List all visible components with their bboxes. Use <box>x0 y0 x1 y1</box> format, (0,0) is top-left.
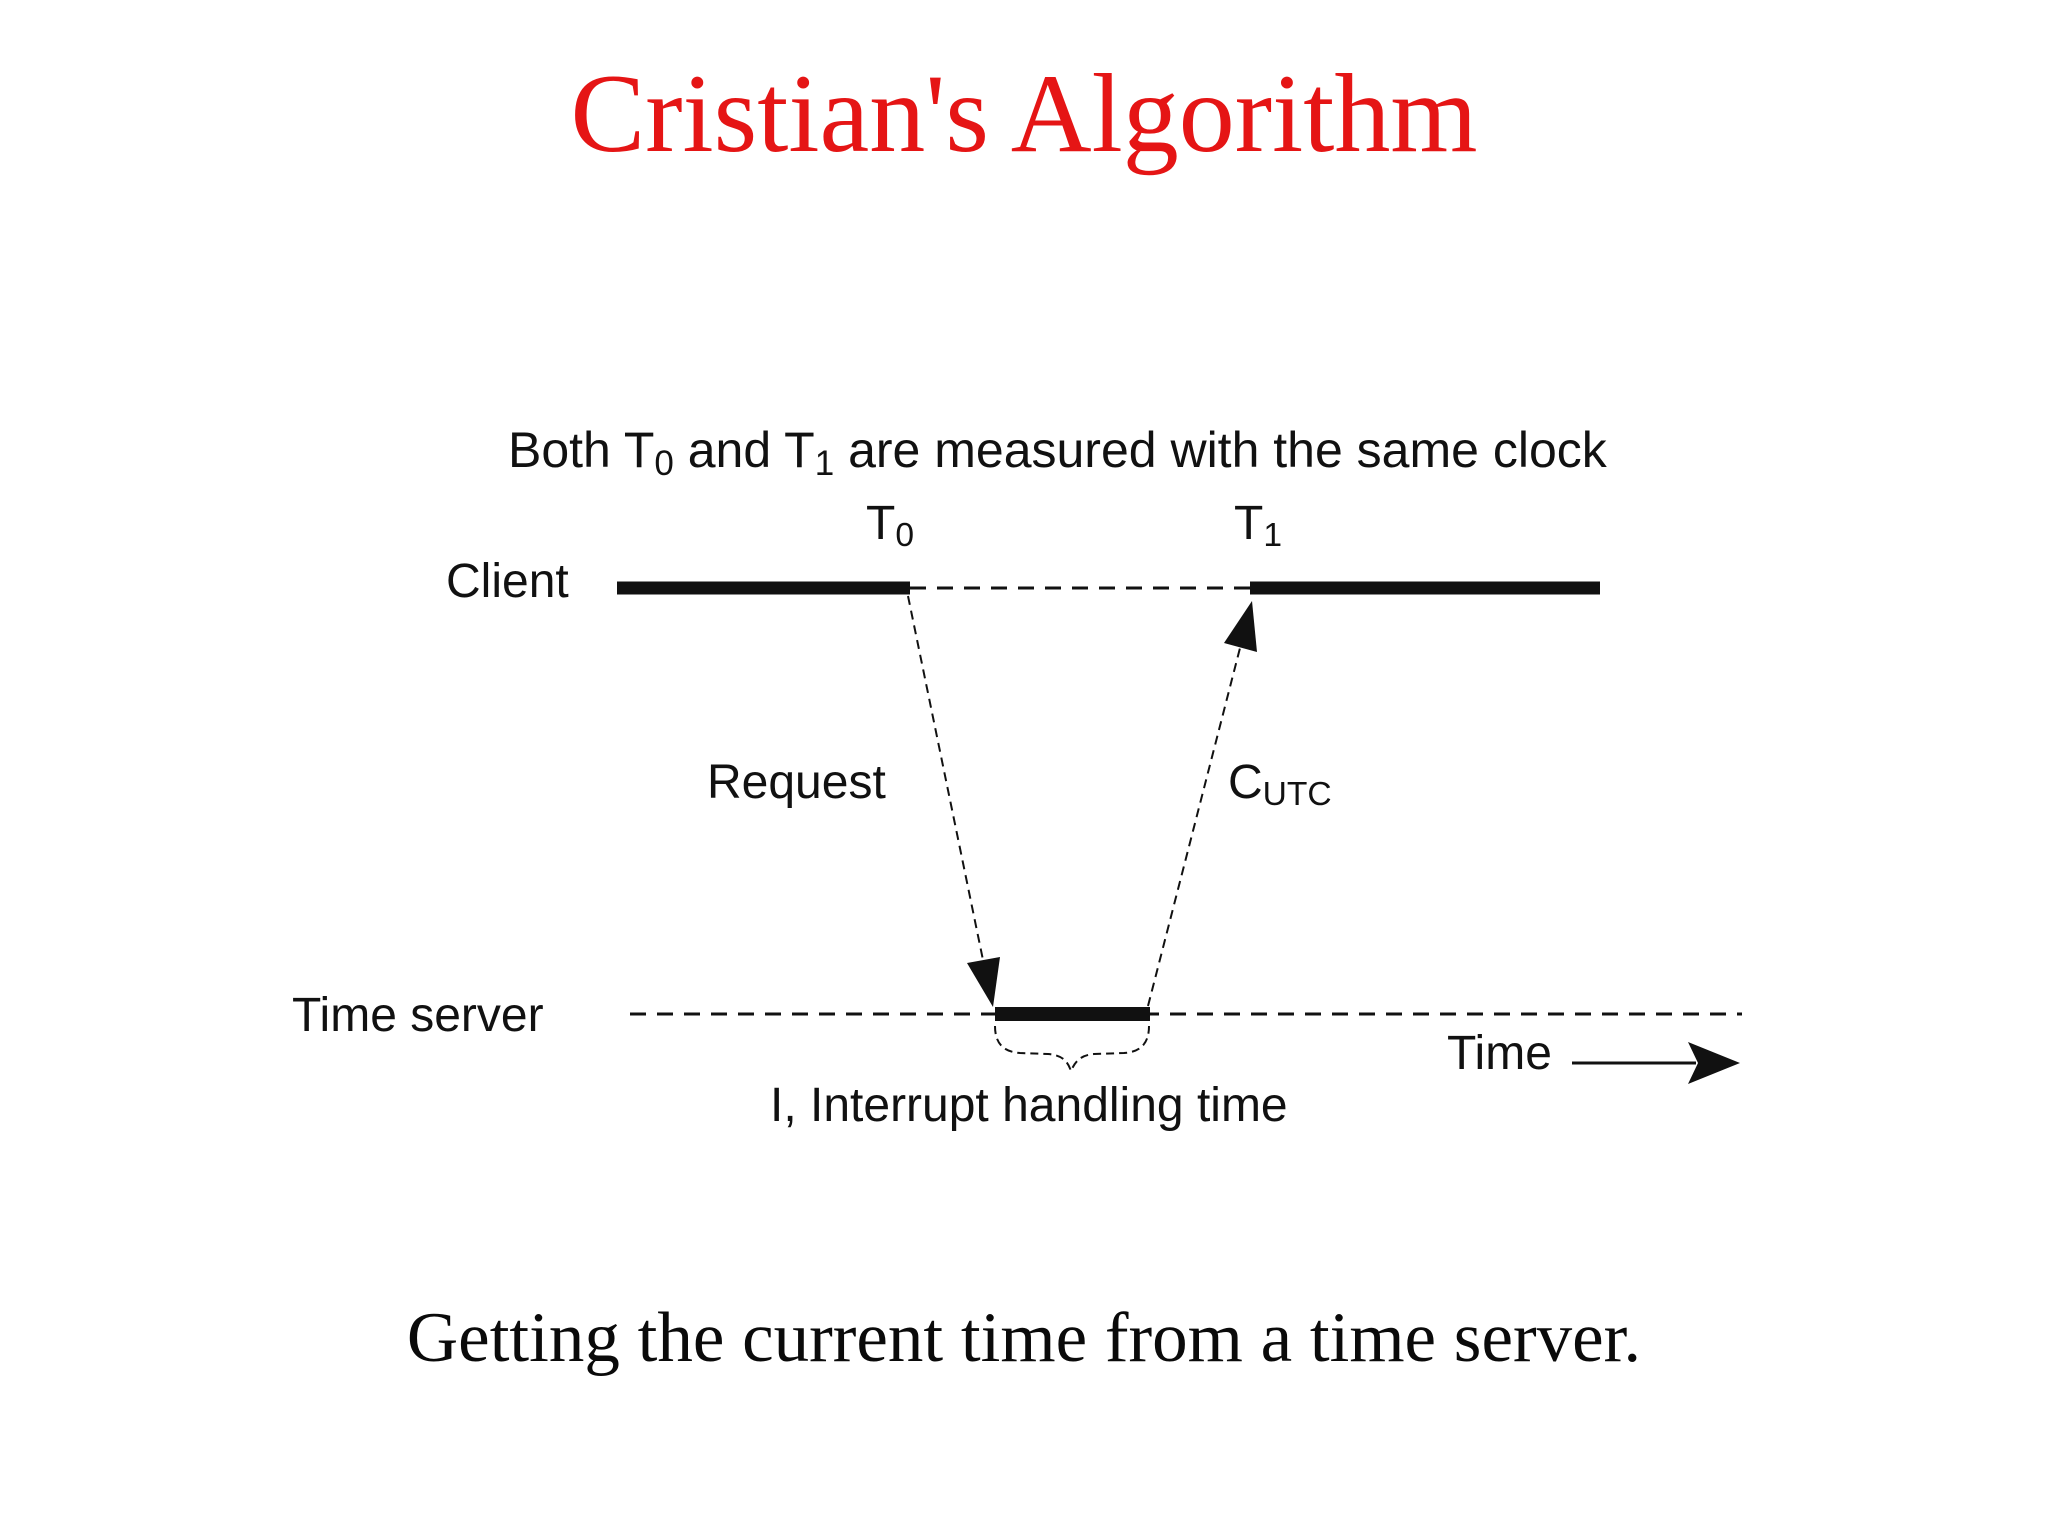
measured-note-sub0: 0 <box>654 443 674 483</box>
measured-note-pre: Both T <box>508 422 655 478</box>
cutc-arrow-line <box>1147 647 1241 1007</box>
slide-caption: Getting the current time from a time ser… <box>406 1299 1642 1377</box>
t0-subscript: 0 <box>895 517 915 555</box>
cutc-arrowhead-icon <box>1224 601 1257 652</box>
request-label: Request <box>707 756 886 809</box>
client-label: Client <box>446 555 569 608</box>
interrupt-brace <box>994 1025 1150 1074</box>
interrupt-label: I, Interrupt handling time <box>770 1079 1288 1132</box>
measured-note-post: are measured with the same clock <box>834 422 1607 478</box>
measured-note: Both T0 and T1 are measured with the sam… <box>508 422 1607 481</box>
measured-note-mid: and T <box>673 422 815 478</box>
time-axis-label: Time <box>1447 1027 1552 1080</box>
t0-label: T0 <box>866 497 915 555</box>
request-arrowhead-icon <box>967 957 1000 1007</box>
t1-label: T1 <box>1234 497 1283 555</box>
measured-note-sub1: 1 <box>814 443 835 483</box>
cutc-base: C <box>1228 756 1263 809</box>
cutc-subscript: UTC <box>1262 776 1332 814</box>
t1-subscript: 1 <box>1263 517 1283 555</box>
time-server-label: Time server <box>292 989 544 1042</box>
t0-base: T <box>866 497 896 550</box>
slide-title: Cristian's Algorithm <box>570 52 1478 176</box>
cutc-label: CUTC <box>1228 756 1332 814</box>
t1-base: T <box>1234 497 1264 550</box>
time-axis-arrowhead-icon <box>1688 1042 1740 1084</box>
request-arrow-line <box>907 595 984 961</box>
